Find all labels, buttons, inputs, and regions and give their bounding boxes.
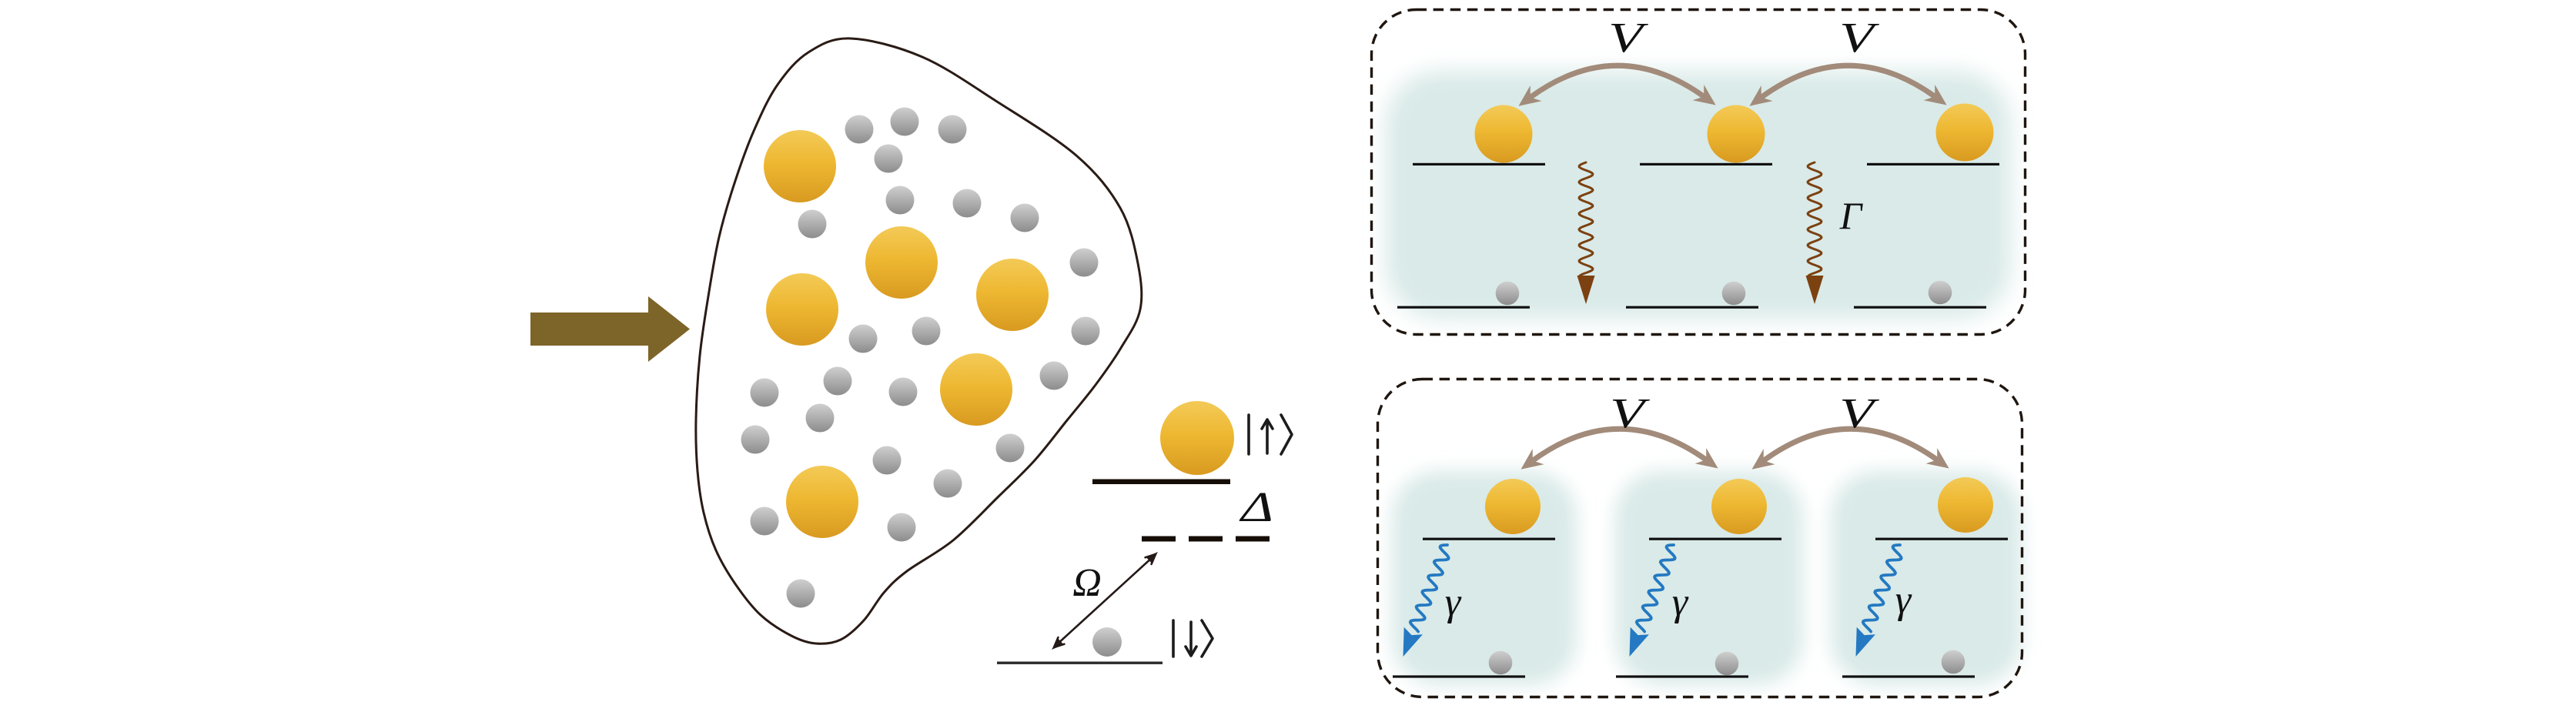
- svg-text:γ: γ: [1672, 580, 1689, 624]
- svg-text:Γ: Γ: [1839, 194, 1864, 237]
- svg-text:V: V: [1610, 389, 1650, 436]
- svg-text:γ: γ: [1895, 578, 1912, 622]
- svg-text:Δ: Δ: [1239, 483, 1273, 530]
- svg-text:Ω: Ω: [1072, 561, 1102, 605]
- svg-text:V: V: [1608, 14, 1648, 61]
- svg-text:V: V: [1839, 389, 1879, 436]
- svg-text:γ: γ: [1445, 580, 1462, 624]
- svg-text:V: V: [1839, 14, 1879, 61]
